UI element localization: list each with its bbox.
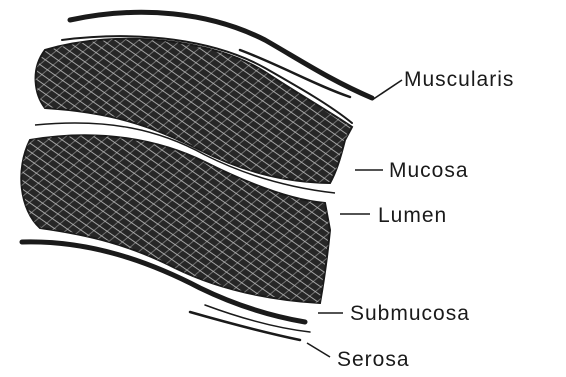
lumen-label: Lumen (378, 205, 447, 226)
serosa-label: Serosa (337, 349, 410, 370)
serosa-leader (307, 343, 330, 357)
muscularis-leader (372, 80, 402, 100)
submucosa-label: Submucosa (350, 303, 470, 324)
mucosa-label: Mucosa (389, 160, 469, 181)
muscularis-label: Muscularis (404, 69, 514, 90)
